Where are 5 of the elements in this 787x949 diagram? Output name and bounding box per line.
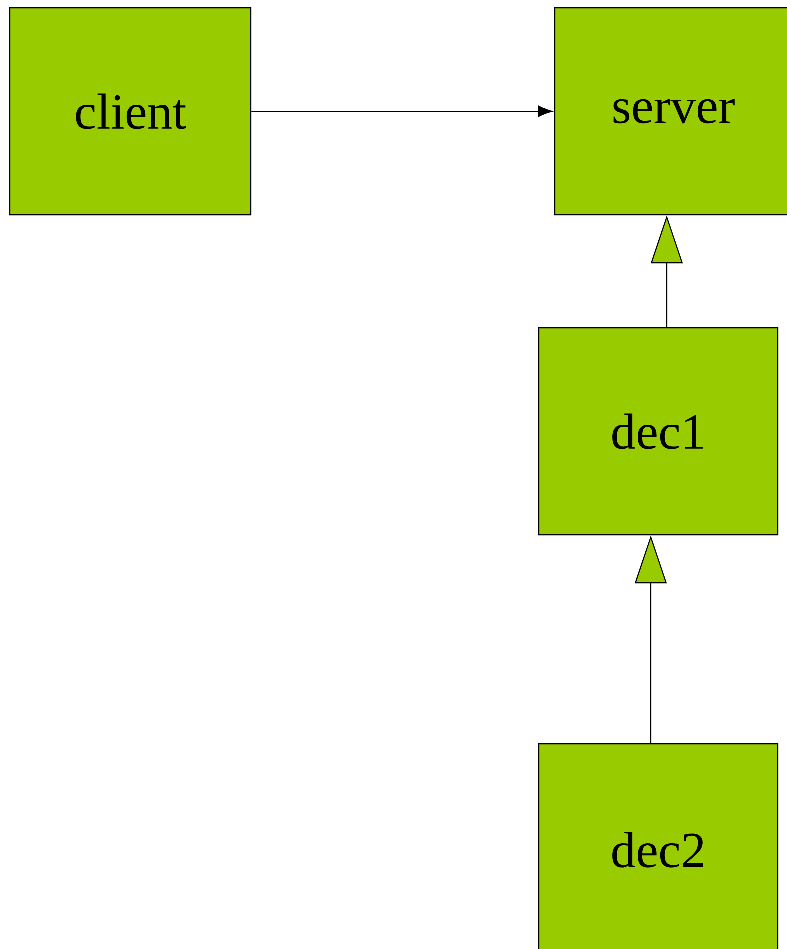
class-box: server	[554, 7, 787, 216]
arrow	[252, 106, 553, 118]
class-box: client	[9, 7, 252, 216]
class-box: dec2	[538, 743, 779, 949]
class-box: dec1	[538, 327, 779, 536]
